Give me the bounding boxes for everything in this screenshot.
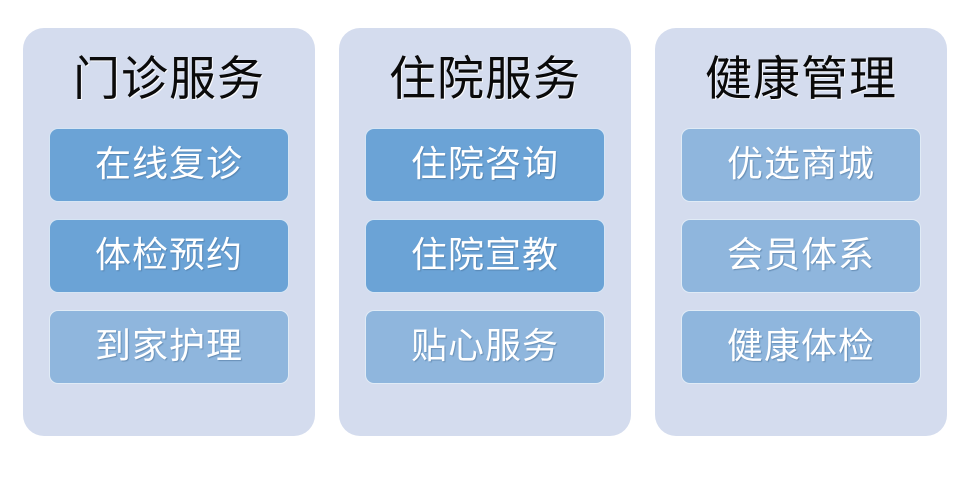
service-item-health-checkup[interactable]: 健康体检 [681,309,921,384]
service-item-inpatient-education[interactable]: 住院宣教 [365,218,605,293]
panel-items-inpatient: 住院咨询 住院宣教 贴心服务 [350,127,620,384]
service-item-label: 到家护理 [94,325,243,367]
service-panel-inpatient: 住院服务 住院咨询 住院宣教 贴心服务 [339,28,631,436]
panel-title-health-management: 健康管理 [705,52,897,107]
service-item-label: 体检预约 [94,234,243,276]
service-item-inpatient-consult[interactable]: 住院咨询 [365,127,605,202]
panel-title-outpatient: 门诊服务 [73,52,265,107]
service-item-label: 在线复诊 [94,143,243,185]
service-item-online-revisit[interactable]: 在线复诊 [49,127,289,202]
service-item-label: 优选商城 [726,143,875,185]
service-columns: 门诊服务 在线复诊 体检预约 到家护理 住院服务 住院咨询 住 [23,28,947,436]
service-panel-health-management: 健康管理 优选商城 会员体系 健康体检 [655,28,947,436]
service-item-label: 住院咨询 [410,143,559,185]
panel-items-health-management: 优选商城 会员体系 健康体检 [666,127,936,384]
service-item-home-nursing[interactable]: 到家护理 [49,309,289,384]
service-panel-outpatient: 门诊服务 在线复诊 体检预约 到家护理 [23,28,315,436]
panel-items-outpatient: 在线复诊 体检预约 到家护理 [34,127,304,384]
service-item-label: 贴心服务 [410,325,559,367]
service-item-membership-system[interactable]: 会员体系 [681,218,921,293]
service-item-checkup-booking[interactable]: 体检预约 [49,218,289,293]
service-item-label: 健康体检 [726,325,875,367]
service-item-preferred-mall[interactable]: 优选商城 [681,127,921,202]
service-item-label: 会员体系 [726,234,875,276]
panel-title-inpatient: 住院服务 [389,52,581,107]
service-item-caring-service[interactable]: 贴心服务 [365,309,605,384]
service-item-label: 住院宣教 [410,234,559,276]
